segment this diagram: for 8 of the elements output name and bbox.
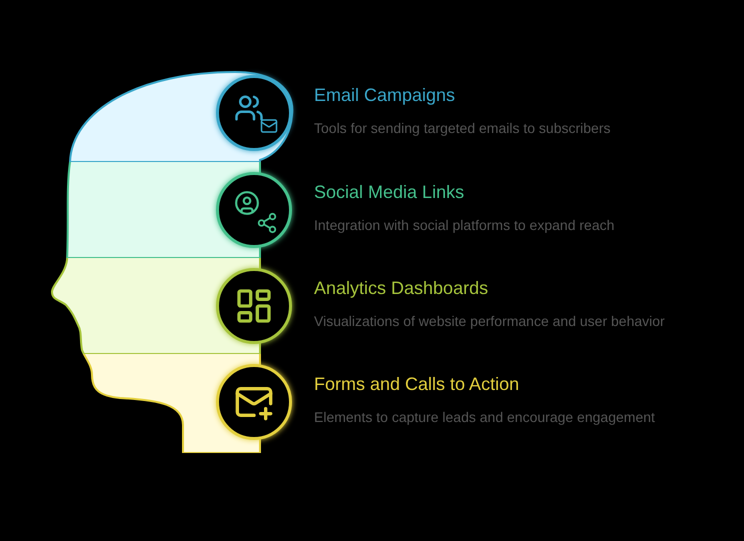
- section-title: Analytics Dashboards: [314, 278, 490, 299]
- section-description: Tools for sending targeted emails to subscribers: [314, 120, 610, 136]
- section-title: Forms and Calls to Action: [314, 374, 520, 395]
- section-description: Visualizations of website performance and user behavior: [314, 313, 665, 329]
- section-description: Integration with social platforms to expand reach: [314, 217, 614, 233]
- section-title: Email Campaigns: [314, 85, 456, 106]
- section-description: Elements to capture leads and encourage engagement: [314, 409, 655, 425]
- section-title: Social Media Links: [314, 182, 466, 203]
